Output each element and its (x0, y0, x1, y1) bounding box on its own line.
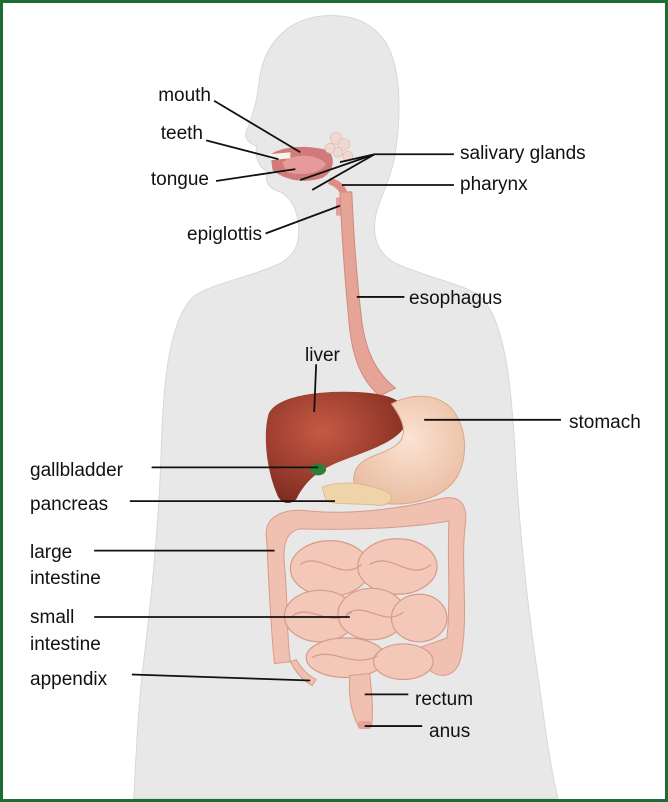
label-appendix: appendix (30, 669, 107, 691)
label-mouth: mouth (158, 85, 211, 107)
label-large-intestine-line2: intestine (30, 568, 101, 590)
label-liver: liver (305, 345, 340, 367)
gallbladder-shape (310, 463, 326, 475)
label-small-intestine-line2: intestine (30, 634, 101, 656)
small-intestine-shape (284, 539, 447, 680)
label-small-intestine-line1: small (30, 607, 74, 629)
anus-shape (358, 721, 372, 729)
label-rectum: rectum (415, 689, 473, 711)
label-anus: anus (429, 721, 470, 743)
label-gallbladder: gallbladder (30, 460, 123, 482)
label-salivary-glands: salivary glands (460, 143, 586, 165)
label-large-intestine-line1: large (30, 542, 72, 564)
label-tongue: tongue (151, 169, 209, 191)
label-epiglottis: epiglottis (187, 224, 262, 246)
label-teeth: teeth (161, 123, 203, 145)
label-stomach: stomach (569, 412, 641, 434)
label-pharynx: pharynx (460, 174, 528, 196)
label-pancreas: pancreas (30, 494, 108, 516)
label-esophagus: esophagus (409, 288, 502, 310)
